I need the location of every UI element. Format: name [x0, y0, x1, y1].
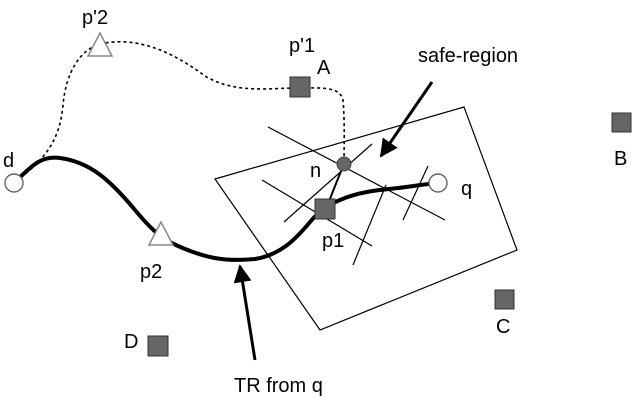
label-p2: p2 — [140, 261, 162, 283]
d-node-circle — [4, 173, 24, 193]
p-prime-2-triangle — [86, 31, 114, 57]
tr-from-q-arrow — [233, 264, 257, 361]
hatch-line — [283, 143, 373, 223]
label-p-prime-1: p'1 — [289, 35, 315, 57]
label-B: B — [614, 148, 627, 170]
dotted-path — [15, 40, 346, 182]
label-p1: p1 — [322, 230, 344, 252]
hatch-line — [402, 165, 429, 221]
label-A: A — [317, 57, 331, 79]
safe-region-polygon — [214, 106, 518, 331]
label-q: q — [461, 178, 472, 200]
tr-path — [14, 155, 440, 262]
hatch-line — [352, 184, 387, 266]
D-square — [147, 335, 169, 357]
label-tr-from-q: TR from q — [234, 375, 323, 397]
label-safe-region: safe-region — [418, 45, 518, 67]
C-square — [494, 289, 515, 310]
p2-triangle — [147, 220, 175, 246]
safe-region-arrow — [379, 81, 434, 158]
B-square — [611, 112, 632, 133]
n-node-dot — [336, 156, 352, 172]
safe-region-hatch-lines — [261, 126, 446, 266]
hatch-line — [267, 126, 446, 221]
label-C: C — [496, 316, 510, 338]
label-D: D — [124, 331, 138, 353]
label-d: d — [3, 150, 14, 172]
p-prime-1-square — [289, 76, 311, 98]
label-p-prime-2: p'2 — [82, 7, 108, 29]
p1-square — [314, 198, 336, 220]
q-node-circle — [428, 173, 448, 193]
label-n: n — [310, 160, 321, 182]
